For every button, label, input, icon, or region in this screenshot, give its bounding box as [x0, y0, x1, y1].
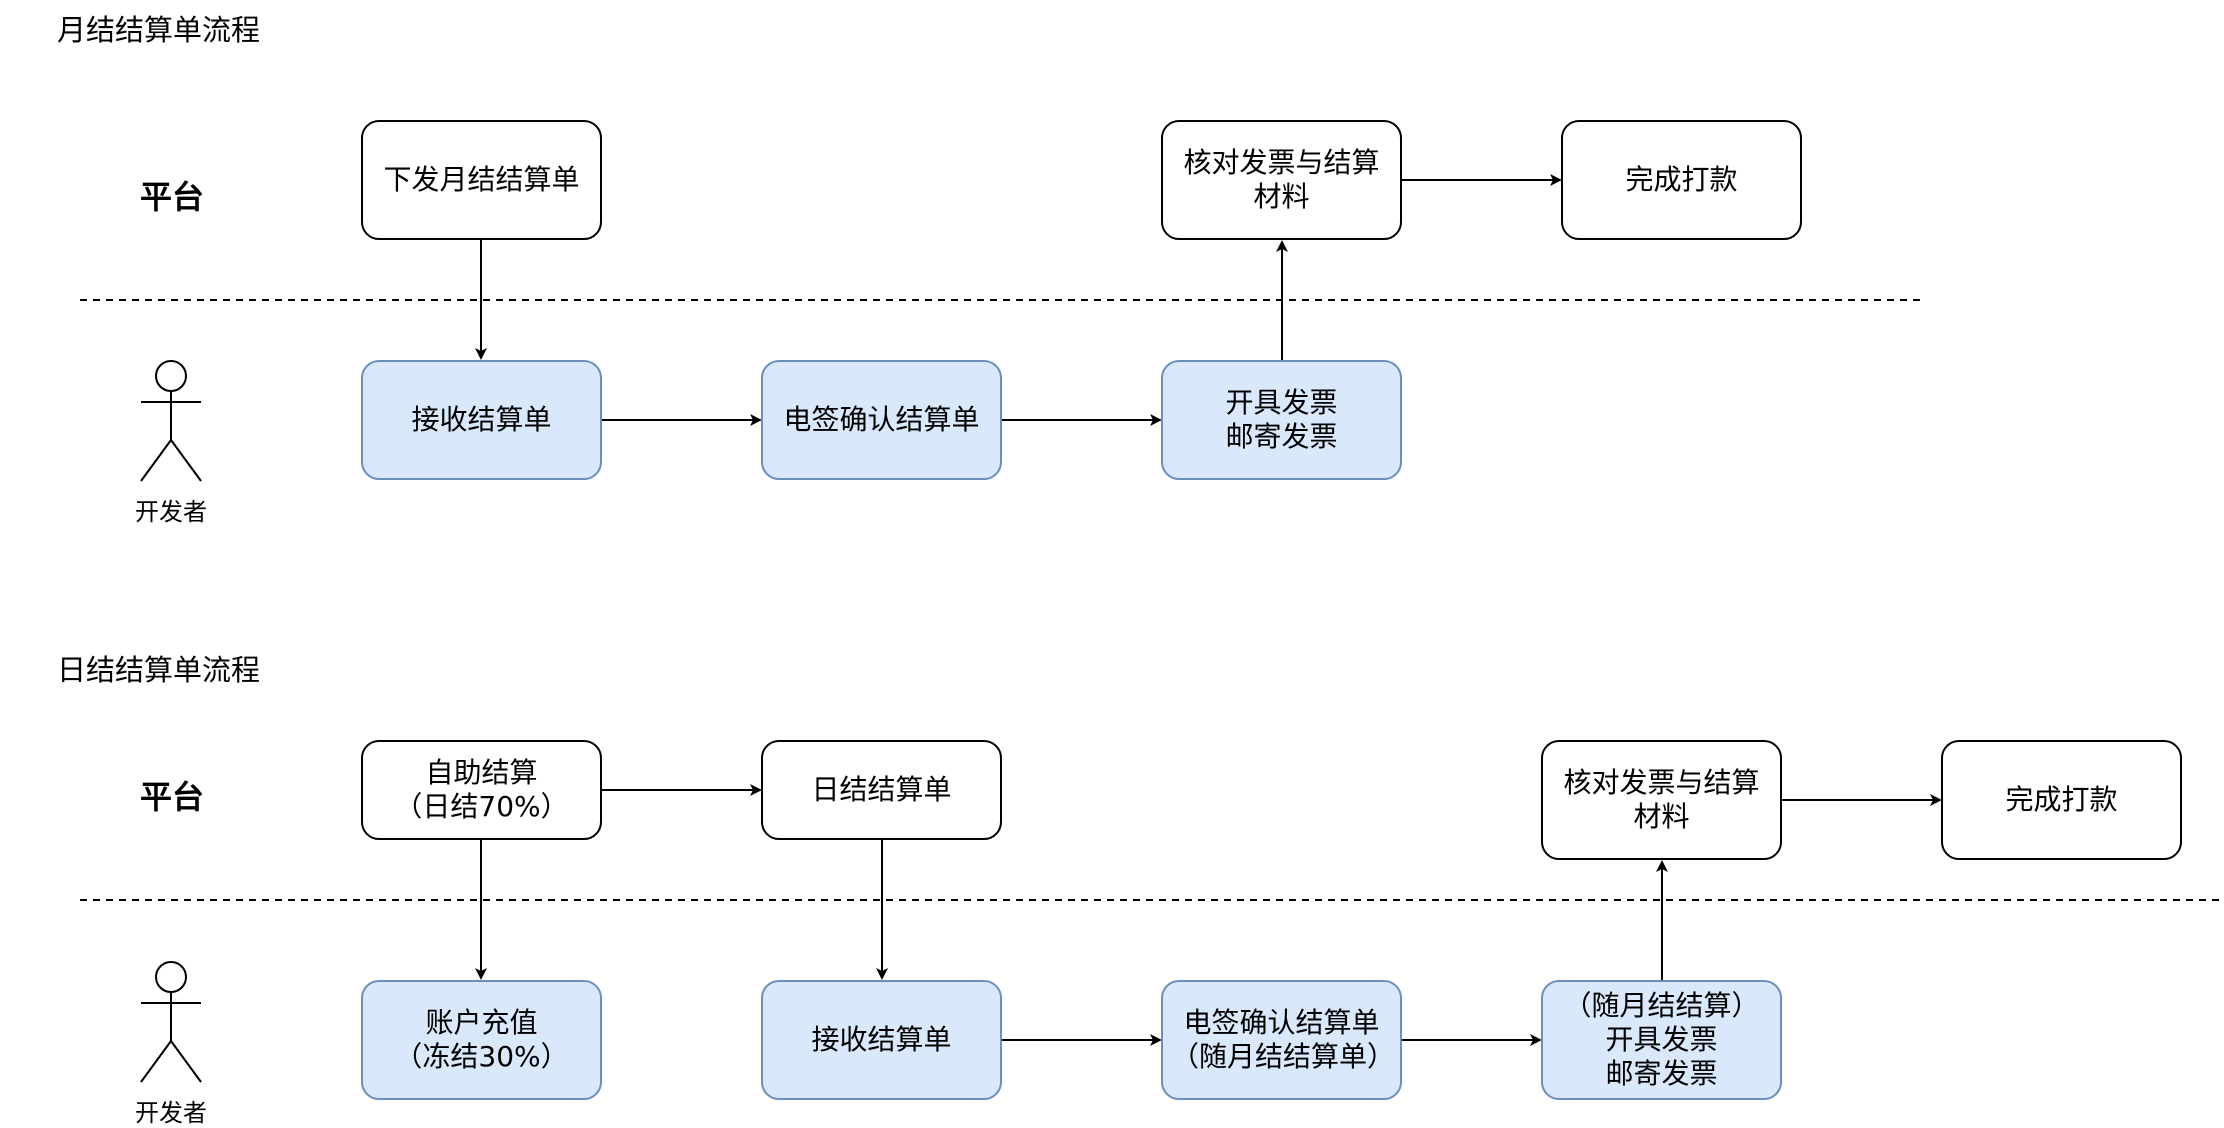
monthly-developer-actor-label: 开发者: [135, 498, 207, 526]
node-issue-monthly-bill: 下发月结结算单: [361, 120, 602, 240]
monthly-platform-lane-label: 平台: [140, 178, 205, 216]
node-receive-bill-daily: 接收结算单: [761, 980, 1002, 1100]
node-esign-confirm-daily: 电签确认结算单 （随月结结算单）: [1161, 980, 1402, 1100]
node-account-recharge: 账户充值 （冻结30%）: [361, 980, 602, 1100]
node-issue-mail-invoice-daily: （随月结结算） 开具发票 邮寄发票: [1541, 980, 1782, 1100]
daily-developer-actor-label: 开发者: [135, 1099, 207, 1127]
node-verify-invoice: 核对发票与结算材料: [1161, 120, 1402, 240]
node-daily-bill: 日结结算单: [761, 740, 1002, 840]
node-issue-mail-invoice: 开具发票 邮寄发票: [1161, 360, 1402, 480]
developer-actor-icon: [140, 360, 202, 482]
node-verify-invoice-daily: 核对发票与结算材料: [1541, 740, 1782, 860]
node-complete-payment-daily: 完成打款: [1941, 740, 2182, 860]
developer-actor-icon: [140, 961, 202, 1083]
node-receive-bill: 接收结算单: [361, 360, 602, 480]
node-self-settlement: 自助结算 （日结70%）: [361, 740, 602, 840]
daily-flow-title: 日结结算单流程: [57, 653, 261, 687]
monthly-flow-title: 月结结算单流程: [57, 13, 261, 47]
daily-platform-lane-label: 平台: [140, 778, 205, 816]
node-esign-confirm: 电签确认结算单: [761, 360, 1002, 480]
node-complete-payment: 完成打款: [1561, 120, 1802, 240]
